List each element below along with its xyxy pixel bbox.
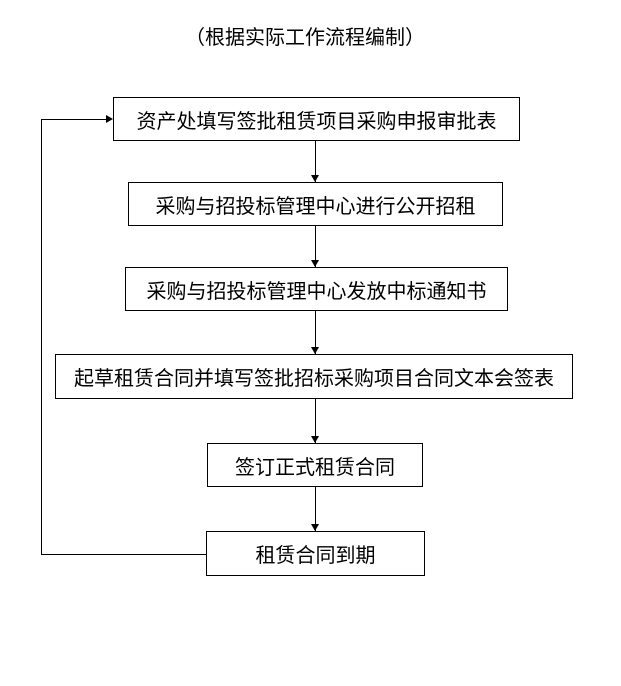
loopback-left-line [41,119,42,555]
flow-node-award-notice: 采购与招投标管理中心发放中标通知书 [125,267,508,311]
connector-line-1 [315,141,316,182]
flow-node-draft-contract: 起草租赁合同并填写签批招标采购项目合同文本会签表 [55,354,573,399]
connector-line-5 [315,487,316,531]
arrow-down-icon [311,347,319,354]
arrow-down-icon [311,436,319,443]
flow-node-label: 租赁合同到期 [255,545,376,567]
flow-node-sign-contract: 签订正式租赁合同 [207,443,423,487]
flow-node-public-tender: 采购与招投标管理中心进行公开招租 [128,182,503,226]
flow-node-label: 资产处填写签批租赁项目采购申报审批表 [136,110,497,133]
flow-node-label: 起草租赁合同并填写签批招标采购项目合同文本会签表 [74,368,554,390]
loopback-bottom-line [41,554,206,555]
connector-line-4 [315,399,316,443]
flow-node-label: 采购与招投标管理中心发放中标通知书 [146,280,487,303]
flow-node-fill-approval-form: 资产处填写签批租赁项目采购申报审批表 [113,97,520,141]
loopback-top-line [41,119,107,120]
arrow-down-icon [311,260,319,267]
flow-node-label: 签订正式租赁合同 [235,456,395,479]
page-title: （根据实际工作流程编制） [185,27,425,49]
flow-node-label: 采购与招投标管理中心进行公开招租 [155,195,476,218]
connector-line-3 [315,311,316,354]
flow-node-contract-expires: 租赁合同到期 [206,531,425,576]
arrow-down-icon [311,524,319,531]
arrow-right-icon [106,115,113,123]
arrow-down-icon [311,175,319,182]
connector-line-2 [315,226,316,267]
